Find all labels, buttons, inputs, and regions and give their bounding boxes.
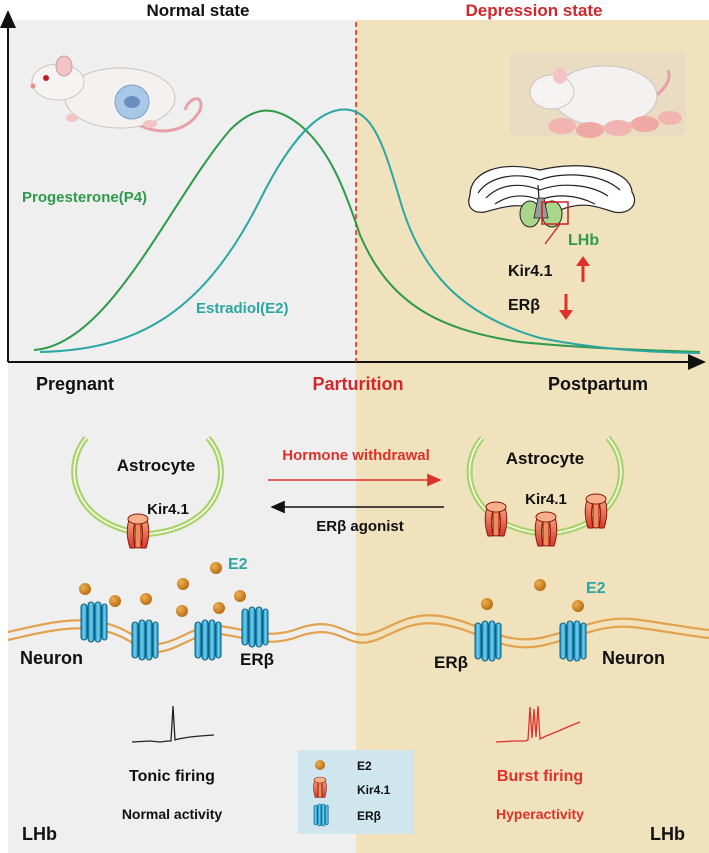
lhb-inset-label: LHb xyxy=(568,232,599,249)
e2-dot xyxy=(481,598,493,610)
legend-erb-icon xyxy=(313,803,329,827)
withdrawal-label: Hormone withdrawal xyxy=(282,447,430,464)
e2-right-label: E2 xyxy=(586,580,606,597)
astrocyte-left-label: Astrocyte xyxy=(117,456,195,475)
lhb-pointer-line xyxy=(544,223,561,245)
e2-left-label: E2 xyxy=(228,556,248,573)
mother-rat-pups-image xyxy=(510,52,686,138)
burst-firing-trace xyxy=(495,705,581,743)
brain-section-image xyxy=(468,165,636,215)
erb-right-label: ERβ xyxy=(434,653,468,672)
kir-up-arrow-icon xyxy=(576,256,590,282)
legend: E2 Kir4.1 ERβ xyxy=(298,750,414,834)
kir-left-label: Kir4.1 xyxy=(147,501,189,518)
tonic-firing-trace xyxy=(131,705,215,743)
parturition-label: Parturition xyxy=(312,374,403,394)
er-down-arrow-icon xyxy=(559,294,573,320)
pregnant-rat-image xyxy=(30,55,203,133)
depression-panel xyxy=(356,20,709,853)
er-beta-channel xyxy=(194,619,222,661)
neuron-left-label: Neuron xyxy=(20,648,83,668)
legend-e2-icon xyxy=(315,760,325,770)
e2-dot xyxy=(210,562,222,574)
neuron-right-label: Neuron xyxy=(602,648,665,668)
postpartum-label: Postpartum xyxy=(548,374,648,394)
e2-dot xyxy=(177,578,189,590)
kir-channel xyxy=(584,493,608,529)
er-beta-channel xyxy=(131,619,159,661)
depression-state-title: Depression state xyxy=(466,1,603,20)
er-inset-label: ERβ xyxy=(508,297,540,314)
e2-dot xyxy=(140,593,152,605)
er-beta-channel xyxy=(241,606,269,648)
legend-kir-icon xyxy=(313,776,327,798)
kir-channel xyxy=(484,501,508,537)
burst-firing-label: Burst firing xyxy=(497,768,583,785)
kir-channel xyxy=(534,511,558,547)
estradiol-curve xyxy=(39,108,701,354)
pregnant-label: Pregnant xyxy=(36,374,114,394)
legend-erb-label: ERβ xyxy=(357,809,381,823)
estradiol-label: Estradiol(E2) xyxy=(196,300,289,317)
normal-state-title: Normal state xyxy=(147,1,250,20)
legend-e2-label: E2 xyxy=(357,759,372,773)
normal-activity-label: Normal activity xyxy=(122,806,223,822)
lhb-left-corner-label: LHb xyxy=(22,824,57,844)
e2-dot xyxy=(176,605,188,617)
e2-dot xyxy=(534,579,546,591)
e2-dot xyxy=(79,583,91,595)
e2-dot xyxy=(213,602,225,614)
hyperactivity-label: Hyperactivity xyxy=(496,806,584,822)
normal-panel xyxy=(8,20,356,853)
er-beta-channel xyxy=(559,620,587,662)
kir-inset-label: Kir4.1 xyxy=(508,263,553,280)
progesterone-label: Progesterone(P4) xyxy=(22,189,147,206)
e2-dot xyxy=(234,590,246,602)
tonic-firing-label: Tonic firing xyxy=(129,768,215,785)
e2-dot xyxy=(109,595,121,607)
e2-dot xyxy=(572,600,584,612)
erb-left-label: ERβ xyxy=(240,650,274,669)
er-beta-channel xyxy=(80,601,108,643)
agonist-label: ERβ agonist xyxy=(316,518,404,535)
kir-channel xyxy=(126,513,150,549)
er-beta-channel xyxy=(474,620,502,662)
third-ventricle xyxy=(533,197,549,219)
legend-kir-label: Kir4.1 xyxy=(357,783,391,797)
lhb-highlight-box xyxy=(541,201,569,225)
lhb-right-corner-label: LHb xyxy=(650,824,685,844)
astrocyte-right-label: Astrocyte xyxy=(506,449,584,468)
progesterone-curve xyxy=(33,109,701,353)
kir-right-label: Kir4.1 xyxy=(525,491,567,508)
